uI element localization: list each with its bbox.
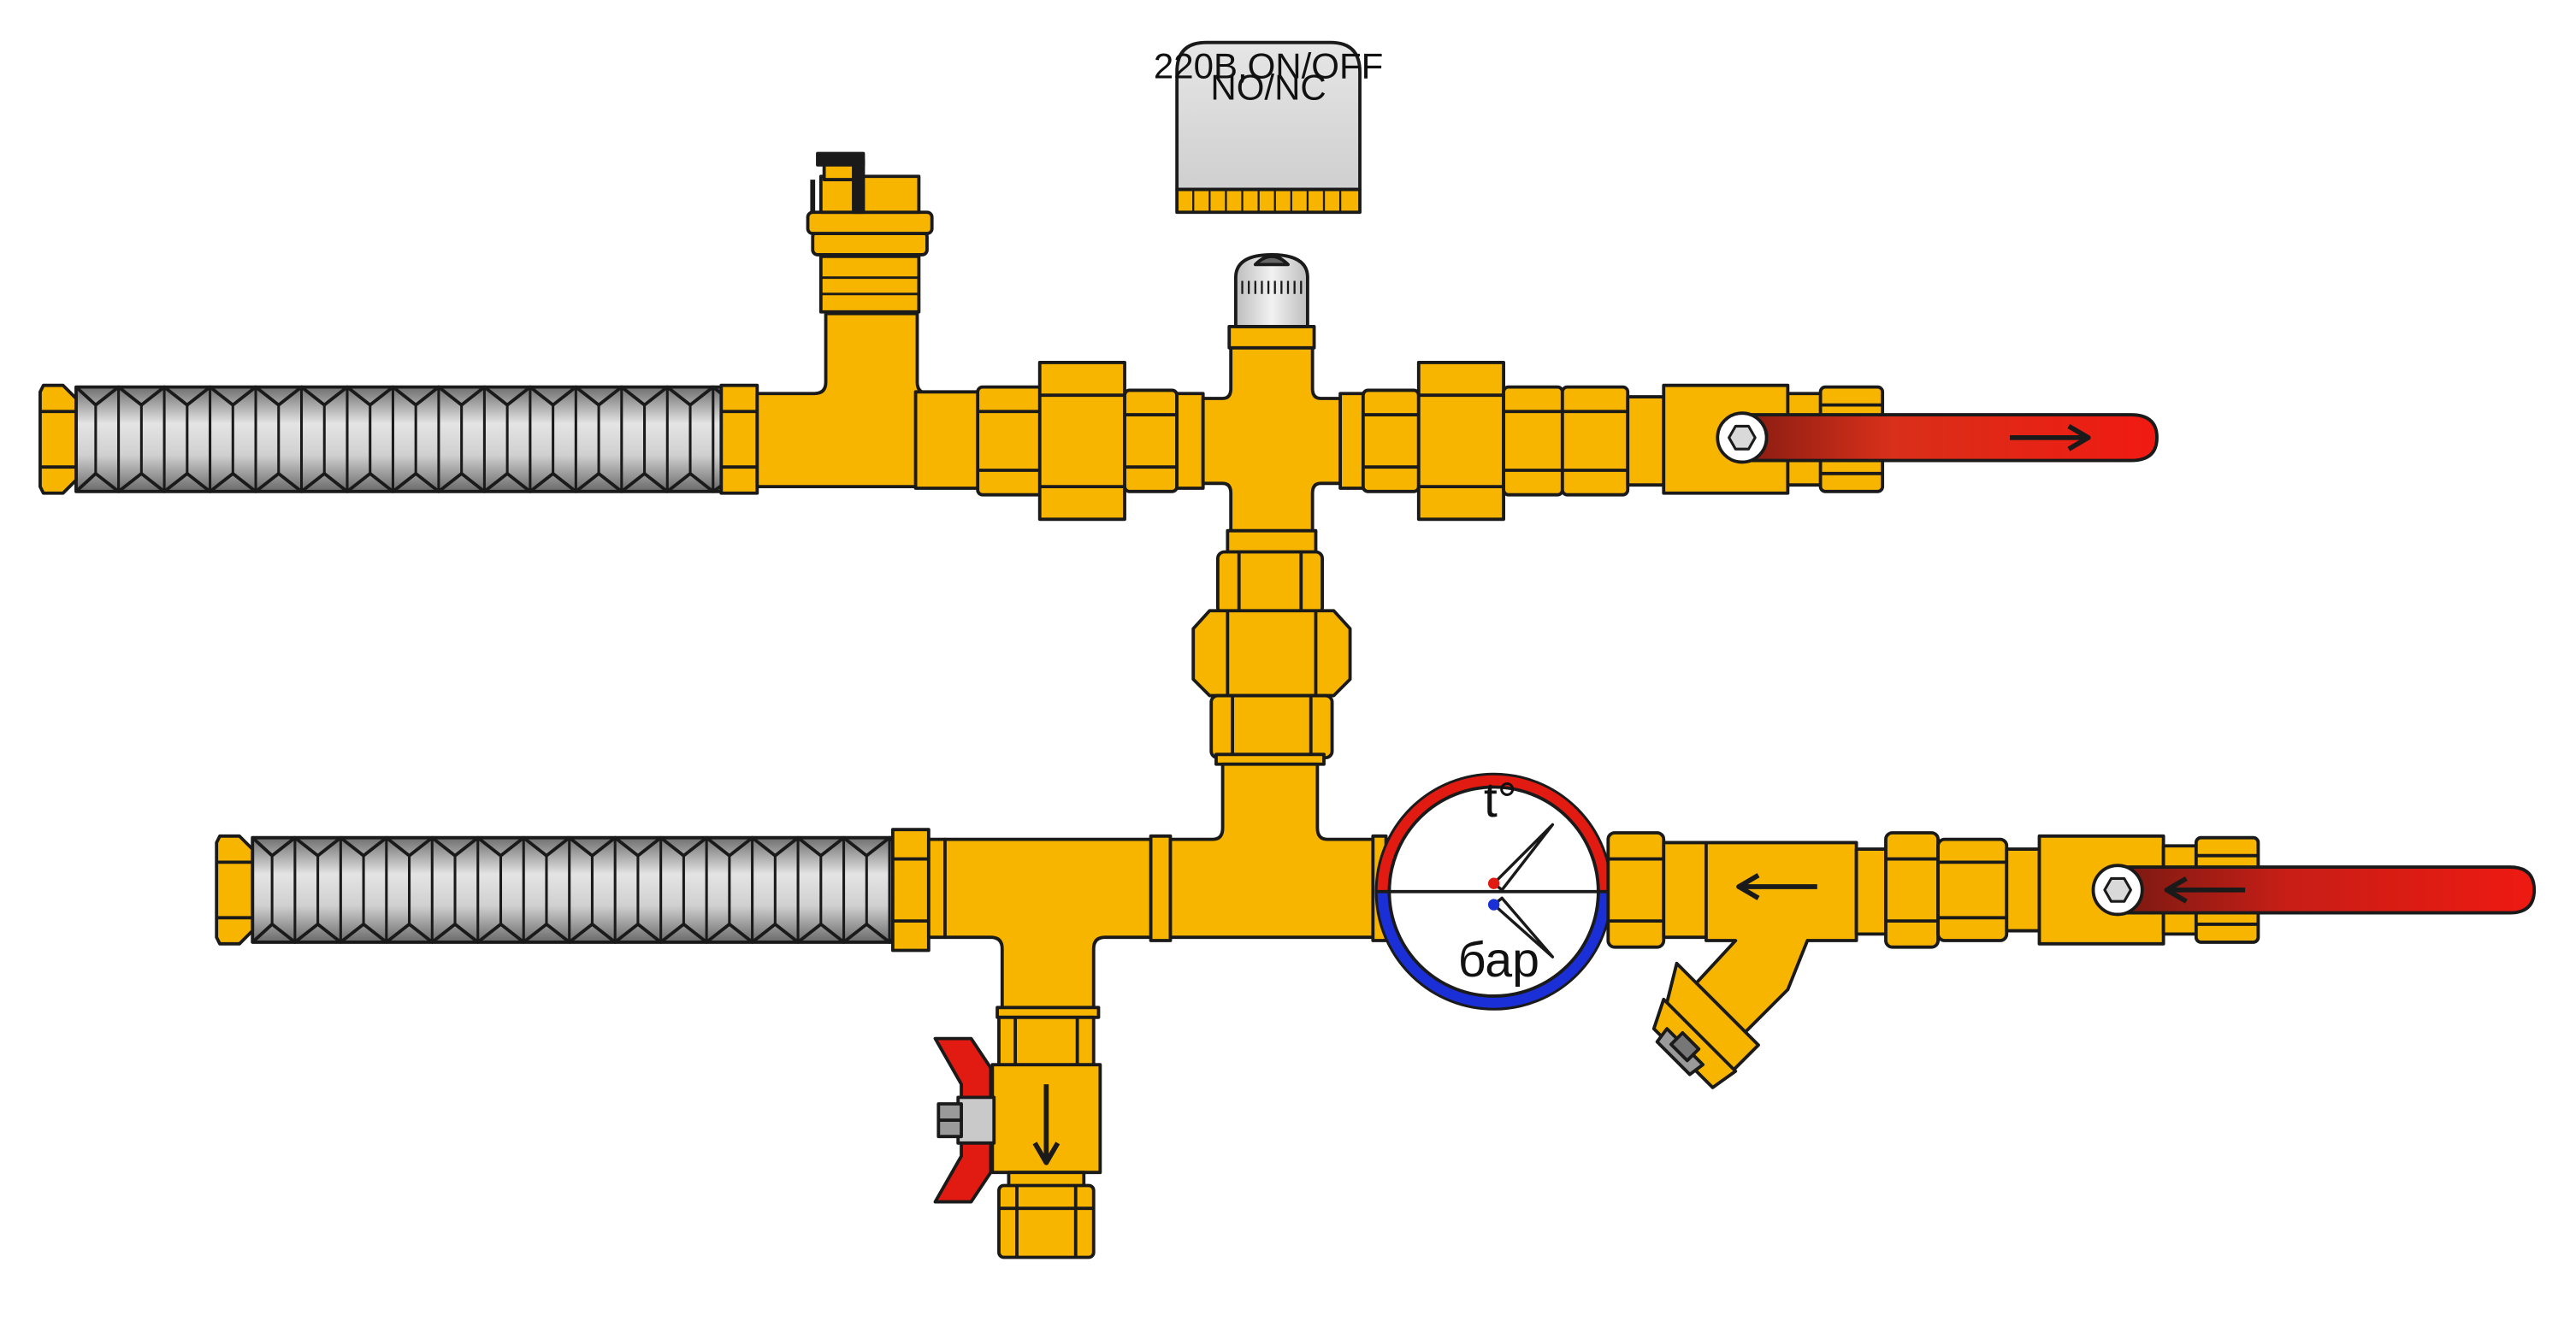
y-strainer-filter: [1651, 841, 1858, 1089]
actuator-label-line2: NO/NC: [1210, 67, 1326, 107]
upper-valve-handle[interactable]: [1716, 411, 2159, 464]
thermomanometer: [1374, 772, 1613, 1011]
actuator-label-line1: 220В,ON/OFF: [1154, 46, 1383, 86]
thermometer-needle: [1487, 823, 1555, 892]
lower-valve-handle[interactable]: [2091, 864, 2537, 917]
lower-union-left-of-filter: [1606, 831, 1708, 949]
gauge-temperature-label: t°: [1484, 773, 1517, 828]
drain-valve-handle[interactable]: [933, 1036, 996, 1204]
upper-cross-fitting: [1201, 344, 1343, 534]
upper-hose-left-nut: [38, 383, 78, 495]
electric-actuator: [1175, 40, 1362, 215]
lower-drain-tee: [926, 837, 1156, 1019]
upper-union-right: [1338, 361, 1666, 522]
drain-flow-arrow: [1032, 1084, 1061, 1165]
lower-inlet-flow-arrow: [2164, 876, 2246, 904]
vertical-union-link: [1191, 528, 1352, 766]
upper-flow-arrow: [2010, 423, 2091, 451]
lower-filter-flow-arrow: [1736, 873, 1817, 900]
automatic-air-vent: [806, 151, 934, 314]
drain-valve: [990, 1015, 1102, 1259]
lower-corrugated-hose: [251, 835, 898, 944]
thermal-valve-head: [1227, 253, 1316, 350]
lower-hose-right-nut: [890, 828, 931, 953]
upper-corrugated-hose: [74, 385, 731, 493]
lower-main-tee: [1149, 762, 1388, 942]
upper-hose-right-nut: [719, 383, 759, 495]
manometer-needle: [1487, 896, 1555, 959]
lower-hose-left-nut: [215, 834, 255, 946]
lower-union-right-of-filter: [1854, 831, 2041, 949]
upper-union-left: [976, 361, 1205, 522]
gauge-pressure-label: бар: [1458, 933, 1539, 988]
upper-tee-fitting: [755, 311, 983, 490]
